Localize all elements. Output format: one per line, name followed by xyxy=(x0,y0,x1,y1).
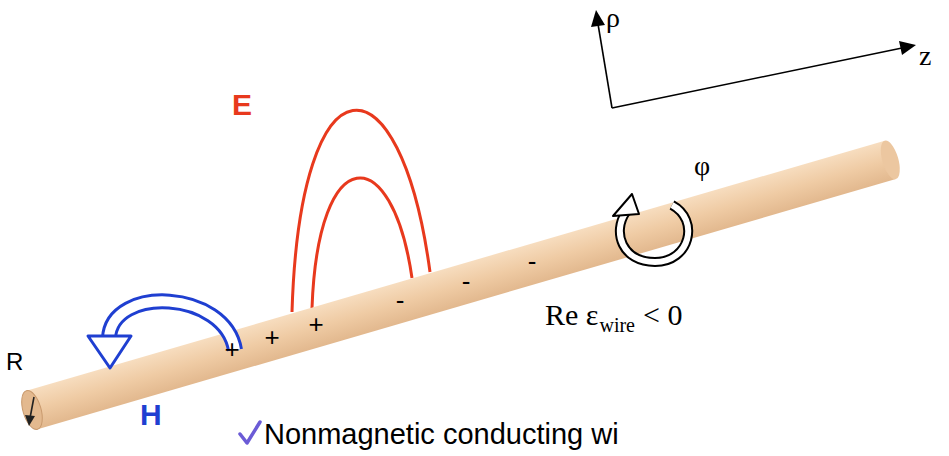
axis-label: ρ xyxy=(606,2,620,34)
charge-sign: - xyxy=(462,267,471,297)
wire-cap xyxy=(18,388,46,431)
radius-arrowhead xyxy=(25,415,35,426)
note-text: Nonmagnetic conducting wi xyxy=(264,418,619,451)
axis-label: φ xyxy=(694,150,710,182)
charge-sign: - xyxy=(396,286,405,316)
z-axis xyxy=(612,48,902,108)
field-label: E xyxy=(232,88,252,123)
field-label: H xyxy=(140,398,162,433)
charge-sign: + xyxy=(308,310,323,340)
condition-text: Re ε xyxy=(545,298,598,333)
wire-end xyxy=(877,138,904,181)
rho-arrowhead xyxy=(591,10,605,27)
charge-sign: - xyxy=(528,247,537,277)
charge-sign: + xyxy=(264,323,279,353)
z-arrowhead xyxy=(899,41,916,55)
rho-axis xyxy=(598,24,612,108)
wire-cylinder xyxy=(18,138,904,431)
radius-label: R xyxy=(6,348,23,376)
condition-subscript: wire xyxy=(599,314,635,337)
phi-arrowhead xyxy=(613,194,639,216)
condition-text: < 0 xyxy=(643,298,682,333)
axis-label: z xyxy=(919,40,931,72)
h-field-arrowhead xyxy=(88,336,131,368)
wire-body xyxy=(26,141,895,430)
radius-arrow xyxy=(30,397,34,418)
check-bullet xyxy=(240,422,260,443)
charge-sign: + xyxy=(224,335,239,365)
